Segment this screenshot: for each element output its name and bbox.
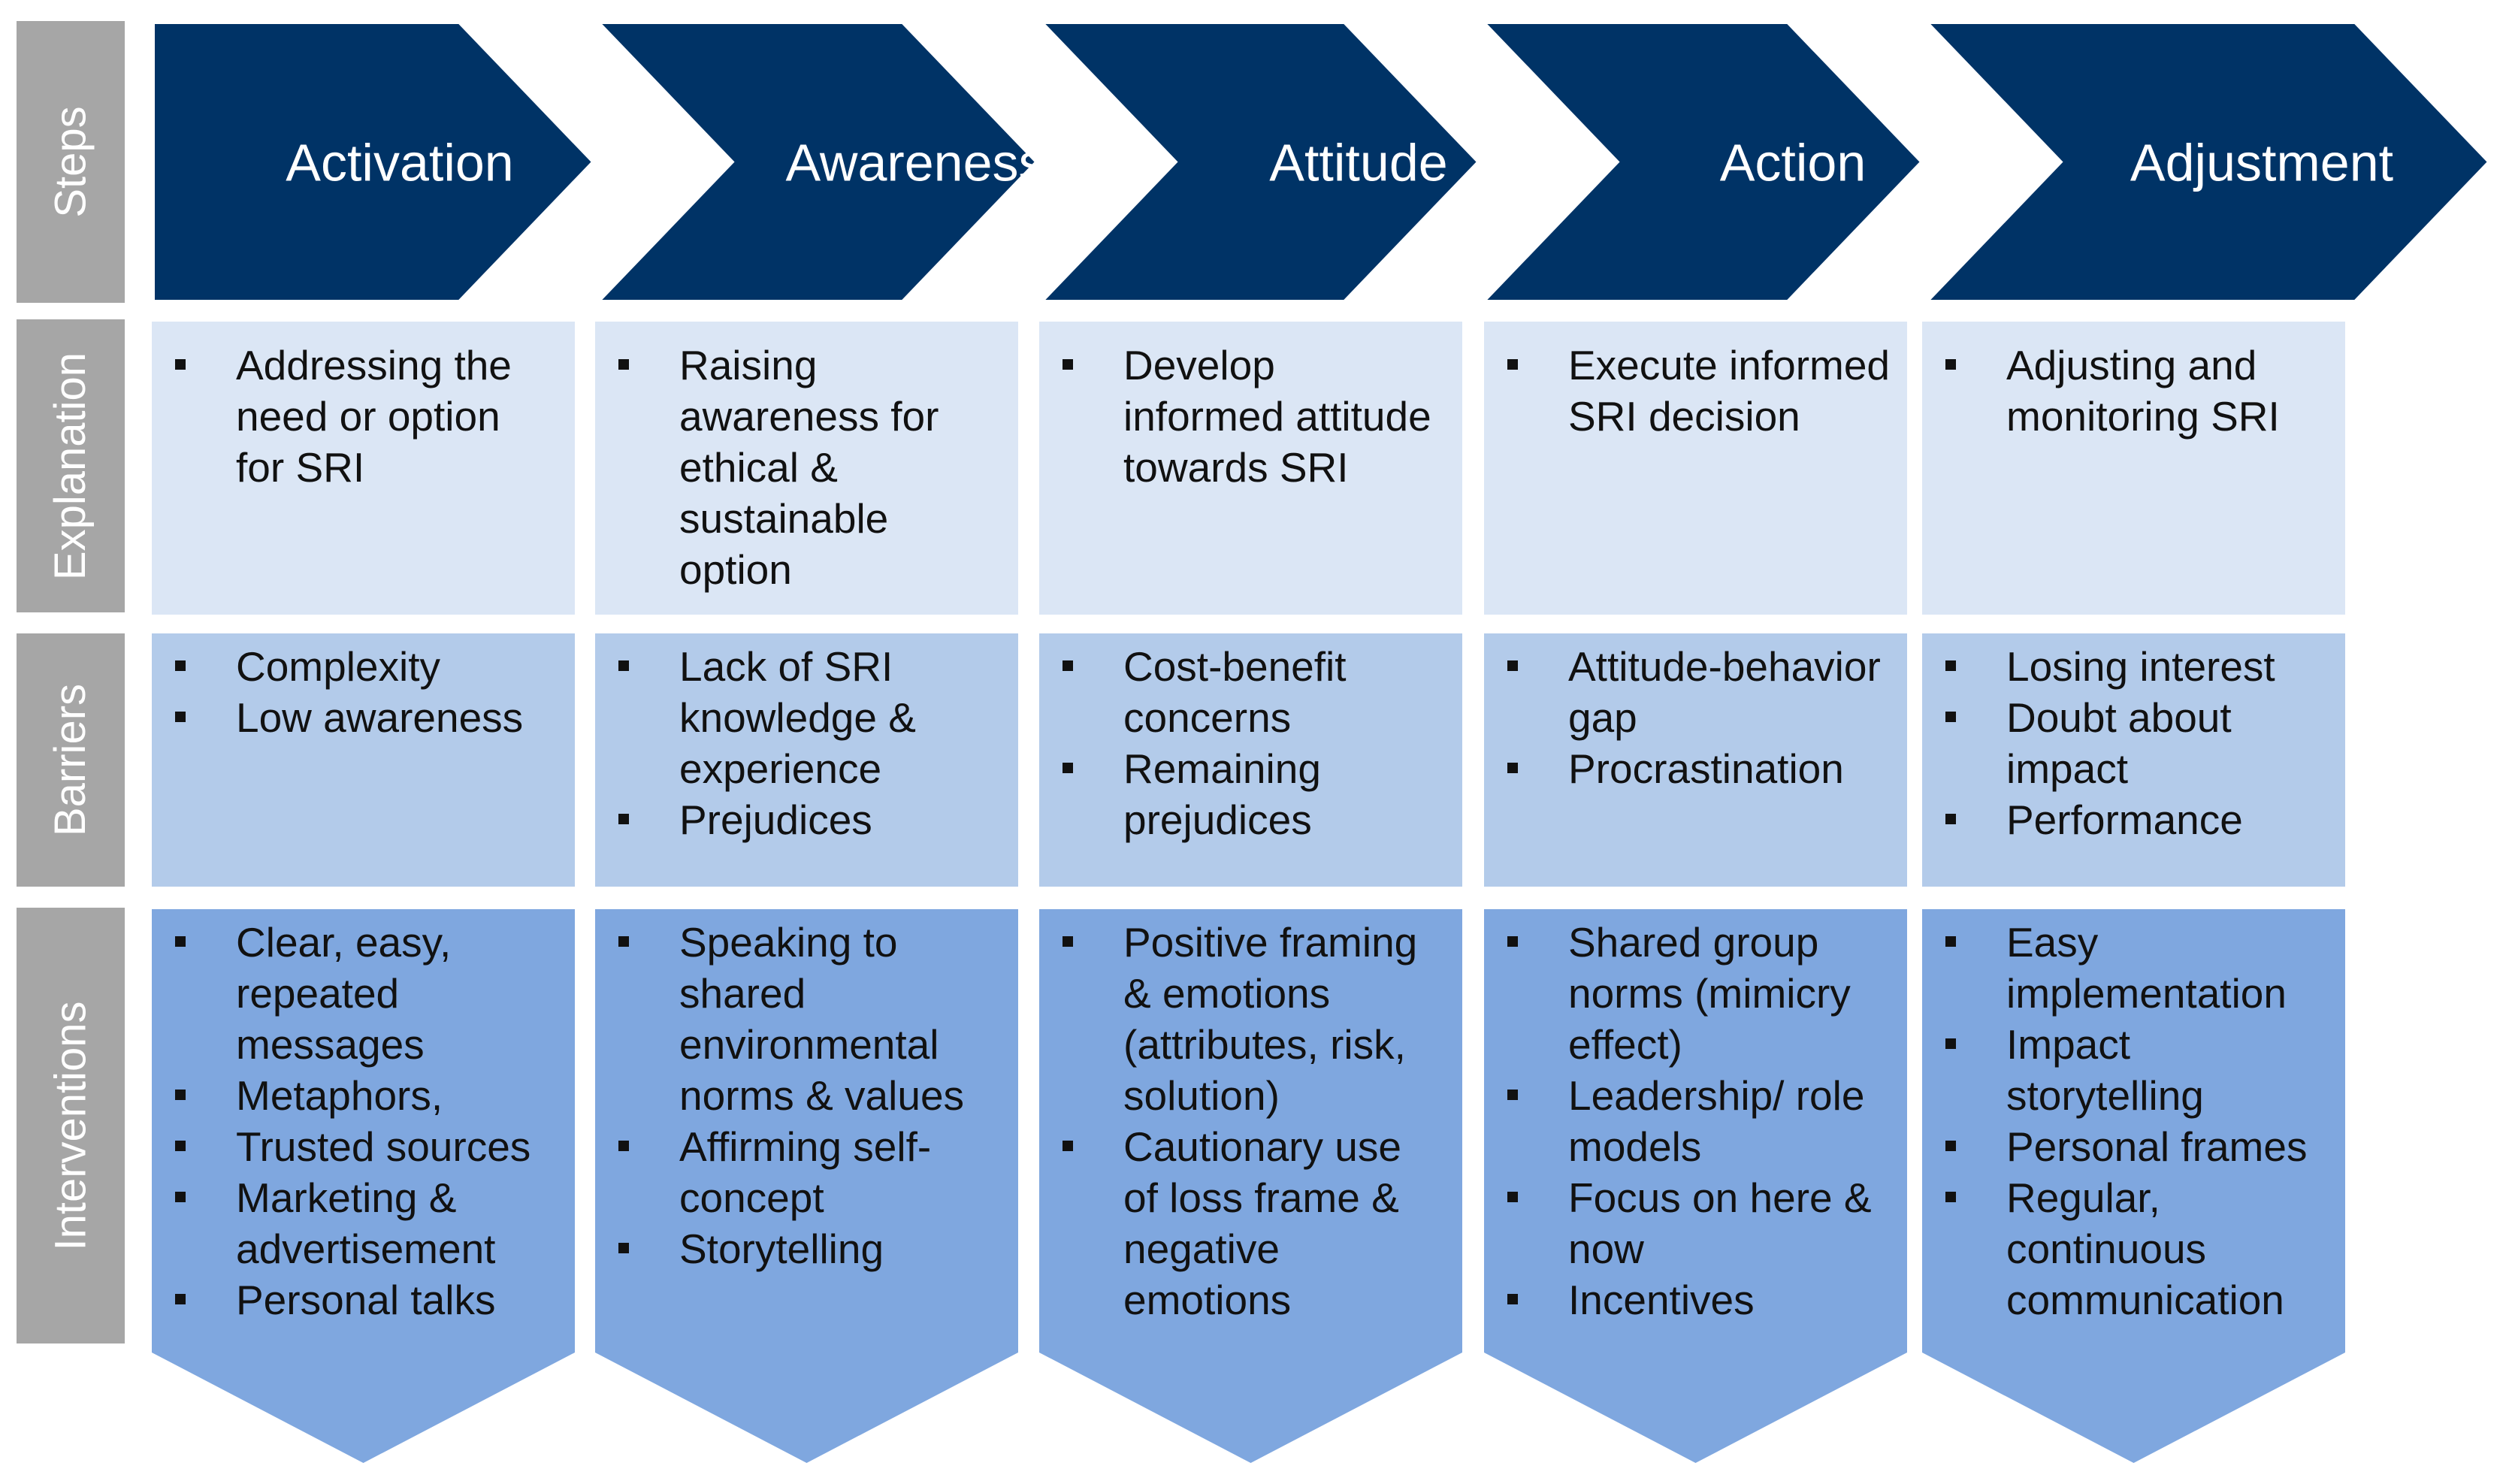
explanation-cell-adjustment: Adjusting and monitoring SRI: [1922, 322, 2345, 615]
interventions-cell-awareness: Speaking to shared environmental norms &…: [595, 909, 1018, 1346]
step-label-action: Action: [1720, 134, 1867, 192]
barriers-item: Cost-benefit concerns: [1060, 641, 1447, 743]
explanation-list: Execute informed SRI decision: [1505, 340, 1892, 442]
explanation-cell-awareness: Raising awareness for ethical & sustaina…: [595, 322, 1018, 615]
interventions-item: Clear, easy, repeated messages: [173, 917, 560, 1070]
step-arrow-awareness: [588, 18, 1043, 306]
interventions-item: Affirming self-concept: [616, 1121, 1003, 1223]
step-label-activation: Activation: [286, 134, 513, 192]
step-label-adjustment: Adjustment: [2130, 134, 2393, 192]
explanation-item: Adjusting and monitoring SRI: [1943, 340, 2330, 442]
explanation-list: Adjusting and monitoring SRI: [1943, 340, 2330, 442]
interventions-list: Shared group norms (mimicry effect)Leade…: [1505, 917, 1892, 1325]
row-label-explanation-text: Explanation: [46, 352, 95, 580]
explanation-cell-activation: Addressing the need or option for SRI: [152, 322, 575, 615]
interventions-item: Regular, continuous communication: [1943, 1172, 2330, 1325]
step-arrow-action: [1473, 18, 1928, 306]
step-label-attitude: Attitude: [1269, 134, 1447, 192]
barriers-item: Performance: [1943, 794, 2330, 845]
interventions-list: Positive framing & emotions (attributes,…: [1060, 917, 1447, 1325]
barriers-item: Low awareness: [173, 692, 560, 743]
explanation-cell-action: Execute informed SRI decision: [1484, 322, 1907, 615]
intervention-chevron-action: [1484, 1345, 1907, 1463]
interventions-item: Personal frames: [1943, 1121, 2330, 1172]
explanation-list: Raising awareness for ethical & sustaina…: [616, 340, 1003, 595]
row-label-explanation: Explanation: [17, 319, 125, 612]
barriers-item: Doubt about impact: [1943, 692, 2330, 794]
barriers-item: Procrastination: [1505, 743, 1892, 794]
interventions-item: Shared group norms (mimicry effect): [1505, 917, 1892, 1070]
step-label-awareness: Awareness: [785, 134, 1044, 192]
intervention-chevrons: [152, 1345, 2345, 1463]
barriers-item: Remaining prejudices: [1060, 743, 1447, 845]
interventions-item: Incentives: [1505, 1274, 1892, 1325]
interventions-item: Trusted sources: [173, 1121, 560, 1172]
steps-arrow-band: Activation Awareness Attitude Action Adjustm…: [149, 18, 2495, 306]
interventions-item: Storytelling: [616, 1223, 1003, 1274]
barriers-item: Attitude-behavior gap: [1505, 641, 1892, 743]
explanation-item: Raising awareness for ethical & sustaina…: [616, 340, 1003, 595]
barriers-item: Lack of SRI knowledge & experience: [616, 641, 1003, 794]
explanation-item: Develop informed attitude towards SRI: [1060, 340, 1447, 493]
intervention-chevron-activation: [152, 1345, 575, 1463]
barriers-item: Losing interest: [1943, 641, 2330, 692]
explanation-item: Addressing the need or option for SRI: [173, 340, 560, 493]
row-label-barriers-text: Barriers: [46, 683, 95, 837]
row-label-interventions-text: Interventions: [46, 1000, 95, 1251]
row-label-interventions: Interventions: [17, 908, 125, 1343]
step-arrow-attitude: [1031, 18, 1485, 306]
barriers-item: Complexity: [173, 641, 560, 692]
interventions-item: Impact storytelling: [1943, 1019, 2330, 1121]
explanation-cell-attitude: Develop informed attitude towards SRI: [1039, 322, 1462, 615]
row-label-barriers: Barriers: [17, 633, 125, 887]
row-label-steps: Steps: [17, 21, 125, 303]
interventions-item: Leadership/ role models: [1505, 1070, 1892, 1172]
interventions-item: Speaking to shared environmental norms &…: [616, 917, 1003, 1121]
intervention-chevron-adjustment: [1922, 1345, 2345, 1463]
explanation-item: Execute informed SRI decision: [1505, 340, 1892, 442]
interventions-item: Easy implementation: [1943, 917, 2330, 1019]
interventions-cell-attitude: Positive framing & emotions (attributes,…: [1039, 909, 1462, 1346]
interventions-item: Focus on here & now: [1505, 1172, 1892, 1274]
intervention-chevron-attitude: [1039, 1345, 1462, 1463]
interventions-item: Personal talks: [173, 1274, 560, 1325]
interventions-item: Marketing & advertisement: [173, 1172, 560, 1274]
step-arrow-adjustment: [1916, 18, 2495, 306]
explanation-list: Develop informed attitude towards SRI: [1060, 340, 1447, 493]
interventions-cell-action: Shared group norms (mimicry effect)Leade…: [1484, 909, 1907, 1346]
intervention-chevron-awareness: [595, 1345, 1018, 1463]
interventions-item: Metaphors,: [173, 1070, 560, 1121]
interventions-item: Positive framing & emotions (attributes,…: [1060, 917, 1447, 1121]
interventions-list: Speaking to shared environmental norms &…: [616, 917, 1003, 1274]
explanation-list: Addressing the need or option for SRI: [173, 340, 560, 493]
barriers-item: Prejudices: [616, 794, 1003, 845]
step-arrow-activation: [149, 18, 600, 306]
interventions-item: Cautionary use of loss frame & negative …: [1060, 1121, 1447, 1325]
